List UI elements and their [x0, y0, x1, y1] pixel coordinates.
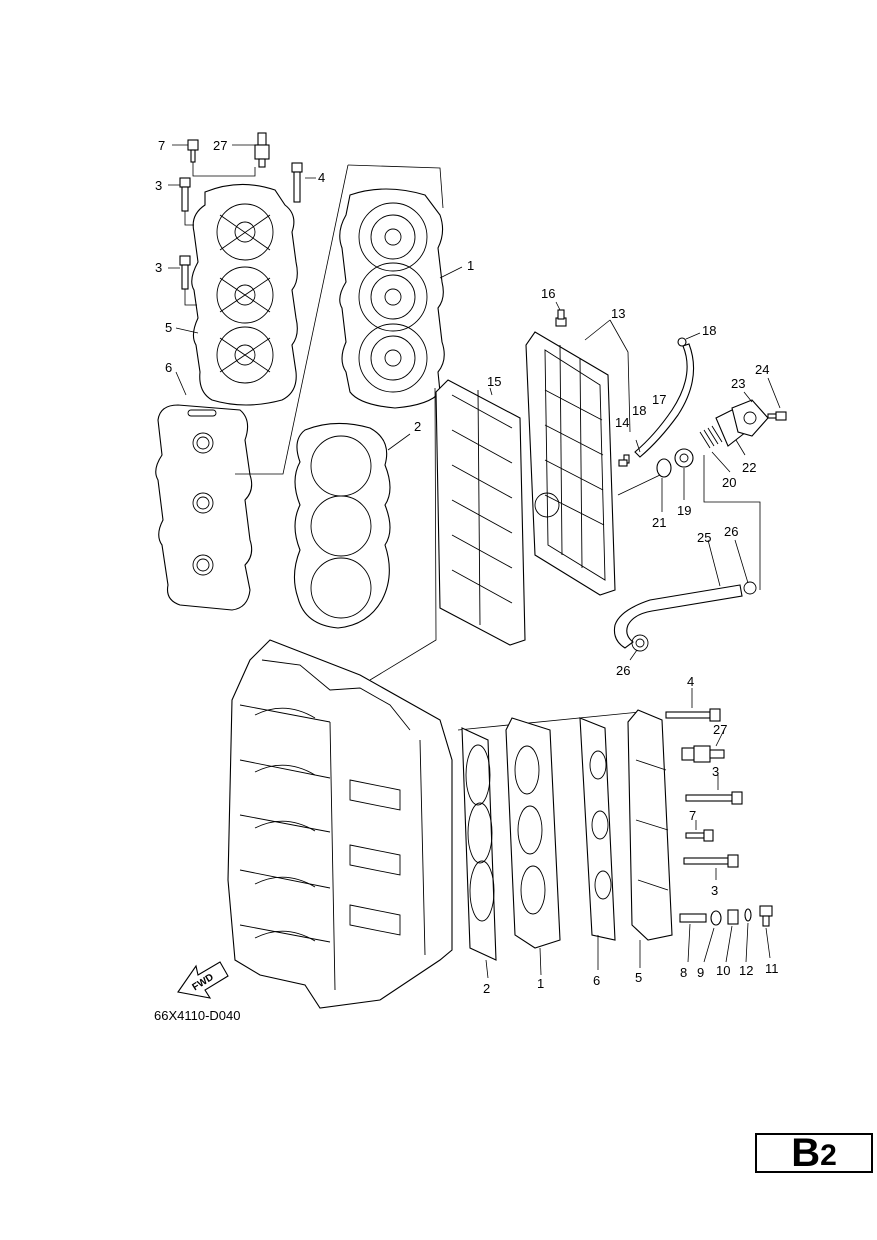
- page-badge-number: 2: [820, 1139, 837, 1172]
- callout-7-upper: 7: [158, 138, 165, 153]
- drawing-code: 66X4110-D040: [154, 1008, 241, 1023]
- fwd-arrow: [177, 961, 229, 999]
- callout-3-upper-b: 3: [155, 260, 162, 275]
- callout-18-upper: 18: [702, 323, 716, 338]
- clamp-26-right: [743, 581, 757, 595]
- callout-14: 14: [615, 415, 629, 430]
- callout-2-upper: 2: [414, 419, 421, 434]
- nut-10: [727, 909, 739, 925]
- bolt-3-upper-a: [179, 177, 191, 212]
- callout-27-lower: 27: [713, 722, 727, 737]
- cylinder-head-lower: [505, 717, 561, 949]
- bolt-24: [767, 411, 787, 421]
- joint-14: [618, 459, 628, 467]
- bolt-3-lower-b: [683, 854, 739, 868]
- callout-27-upper: 27: [213, 138, 227, 153]
- callout-22: 22: [742, 460, 756, 475]
- callout-1-upper: 1: [467, 258, 474, 273]
- callout-20: 20: [722, 475, 736, 490]
- callout-3-lower-b: 3: [711, 883, 718, 898]
- sleeve-8: [679, 913, 707, 923]
- hose-17: [634, 343, 695, 458]
- callout-18-lower: 18: [632, 403, 646, 418]
- callout-5-lower: 5: [635, 970, 642, 985]
- washer-9: [710, 910, 722, 926]
- bolt-4-upper: [291, 162, 303, 203]
- spring-20: [699, 425, 723, 449]
- callout-2-lower: 2: [483, 981, 490, 996]
- callout-10: 10: [716, 963, 730, 978]
- exhaust-cover-gasket: [435, 379, 526, 646]
- callout-25: 25: [697, 530, 711, 545]
- bolt-16: [555, 309, 567, 327]
- page-badge-letter: B: [791, 1130, 821, 1175]
- cylinder-head-upper: [339, 188, 445, 409]
- spark-plug-27-upper: [254, 132, 270, 168]
- bolt-7-upper: [187, 139, 199, 163]
- cylinder-block: [227, 639, 453, 1009]
- thermostat-cover-23: [731, 399, 769, 437]
- callout-17: 17: [652, 392, 666, 407]
- callout-6-upper: 6: [165, 360, 172, 375]
- callout-4-lower: 4: [687, 674, 694, 689]
- head-cover-gasket-lower: [579, 717, 616, 941]
- head-cover-gasket: [155, 404, 253, 611]
- callout-26-lower: 26: [616, 663, 630, 678]
- bolt-3-lower-a: [685, 791, 743, 805]
- callout-26-right: 26: [724, 524, 738, 539]
- callout-9: 9: [697, 965, 704, 980]
- callout-21: 21: [652, 515, 666, 530]
- exhaust-cover: [525, 331, 616, 596]
- bolt-4-lower: [665, 708, 721, 722]
- callout-11: 11: [765, 961, 779, 976]
- head-gasket-lower: [461, 727, 497, 961]
- callout-4-upper: 4: [318, 170, 325, 185]
- seal-21: [656, 458, 672, 478]
- bolt-11: [759, 905, 773, 927]
- callout-7-lower: 7: [689, 808, 696, 823]
- head-cover-lower: [627, 709, 673, 941]
- clip-18-upper: [677, 337, 687, 347]
- callout-6-lower: 6: [593, 973, 600, 988]
- bolt-7-lower: [685, 829, 714, 842]
- washer-12: [744, 908, 752, 922]
- spark-plug-27-lower: [681, 745, 725, 763]
- callout-15: 15: [487, 374, 501, 389]
- callout-5-upper: 5: [165, 320, 172, 335]
- head-gasket-upper: [293, 422, 391, 629]
- thermostat-19: [674, 448, 694, 468]
- callout-24: 24: [755, 362, 769, 377]
- callout-8: 8: [680, 965, 687, 980]
- callout-3-upper-a: 3: [155, 178, 162, 193]
- callout-3-lower-a: 3: [712, 764, 719, 779]
- callout-16: 16: [541, 286, 555, 301]
- callout-labels: 7 27 4 3 3 5 6 1 2 16 13 18 15 14 18 17 …: [155, 138, 779, 996]
- callout-13: 13: [611, 306, 625, 321]
- callout-12: 12: [739, 963, 753, 978]
- clamp-26-lower: [631, 634, 649, 652]
- bolt-3-upper-b: [179, 255, 191, 290]
- callout-1-lower: 1: [537, 976, 544, 991]
- callout-19: 19: [677, 503, 691, 518]
- hose-25: [613, 584, 743, 649]
- head-cover-upper: [191, 183, 298, 406]
- callout-23: 23: [731, 376, 745, 391]
